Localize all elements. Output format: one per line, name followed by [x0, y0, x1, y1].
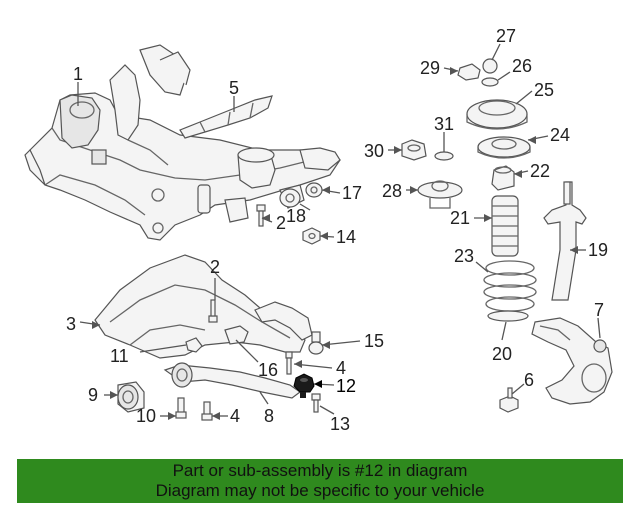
- label-17: 17: [342, 183, 362, 203]
- steering-knuckle: [531, 317, 613, 405]
- label-19: 19: [588, 240, 608, 260]
- label-28: 28: [382, 181, 402, 201]
- label-18: 18: [286, 206, 306, 226]
- label-30: 30: [364, 141, 384, 161]
- label-16: 16: [258, 360, 278, 380]
- part-6-bolt: [499, 387, 519, 413]
- parts-diagram: 1 5 2 17 18 14 2 3 11 15 16 4 12 13 9 10…: [24, 26, 613, 434]
- label-8: 8: [264, 406, 274, 426]
- part-15-ball-joint: [308, 331, 324, 355]
- label-6: 6: [524, 370, 534, 390]
- label-3: 3: [66, 314, 76, 334]
- label-21: 21: [450, 208, 470, 228]
- label-26: 26: [512, 56, 532, 76]
- label-5: 5: [229, 78, 239, 98]
- part-12-highlighted: [293, 373, 315, 398]
- label-24: 24: [550, 125, 570, 145]
- label-14: 14: [336, 227, 356, 247]
- label-27: 27: [496, 26, 516, 46]
- label-10: 10: [136, 406, 156, 426]
- label-2-lower: 2: [210, 257, 220, 277]
- parts-10-4-bolts: [175, 397, 213, 421]
- label-4-lower: 4: [230, 406, 240, 426]
- label-12: 12: [336, 376, 356, 396]
- label-15: 15: [364, 331, 384, 351]
- part-5-shield: [179, 95, 273, 139]
- part-13-bolt: [311, 393, 321, 413]
- label-13: 13: [330, 414, 350, 434]
- part-9-bushing: [117, 381, 145, 413]
- label-29: 29: [420, 58, 440, 78]
- leader-lines: [77, 43, 601, 420]
- label-7: 7: [594, 300, 604, 320]
- notice-line-2: Diagram may not be specific to your vehi…: [155, 481, 485, 500]
- part-4-bolt-upper: [285, 351, 293, 375]
- label-25: 25: [534, 80, 554, 100]
- label-4-upper: 4: [336, 358, 346, 378]
- label-20: 20: [492, 344, 512, 364]
- subframe-crossmember: [24, 44, 341, 241]
- notice-line-1: Part or sub-assembly is #12 in diagram: [172, 461, 468, 480]
- label-2-upper: 2: [276, 213, 286, 233]
- strut-assembly: [401, 58, 587, 322]
- parts-14-17-18: [256, 182, 323, 245]
- label-11: 11: [110, 346, 129, 366]
- fitment-notice-banner: Part or sub-assembly is #12 in diagram D…: [17, 459, 623, 503]
- callout-labels: 1 5 2 17 18 14 2 3 11 15 16 4 12 13 9 10…: [66, 26, 608, 434]
- lower-control-arm: [94, 254, 313, 399]
- label-22: 22: [530, 161, 550, 181]
- label-31: 31: [434, 114, 454, 134]
- label-9: 9: [88, 385, 98, 405]
- label-23: 23: [454, 246, 474, 266]
- label-1: 1: [73, 64, 83, 84]
- part-2-bolt-lower: [208, 299, 218, 323]
